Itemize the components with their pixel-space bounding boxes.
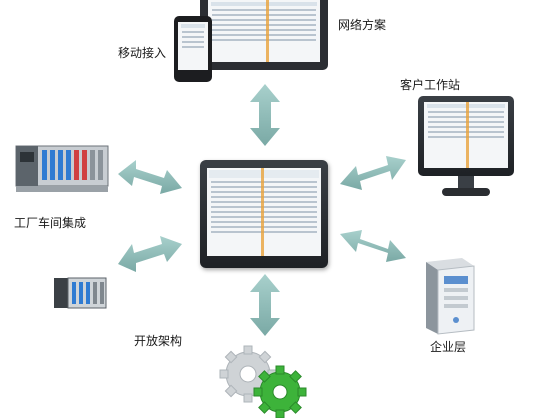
client-screen bbox=[424, 102, 508, 168]
label-open: 开放架构 bbox=[134, 334, 183, 348]
factory-io-rack-icon bbox=[15, 145, 109, 192]
label-client: 客户工作站 bbox=[400, 78, 461, 92]
label-network: 网络方案 bbox=[338, 18, 387, 32]
client-workstation bbox=[418, 96, 514, 204]
monitor-base bbox=[442, 188, 490, 196]
monitor-neck bbox=[458, 176, 474, 190]
arrow-center-plc bbox=[118, 236, 182, 272]
arrow-center-enterprise bbox=[340, 230, 406, 262]
arrow-center-factory bbox=[118, 160, 182, 194]
gears-icon bbox=[219, 345, 307, 418]
label-enterprise: 企业层 bbox=[430, 340, 467, 354]
label-mobile: 移动接入 bbox=[118, 46, 167, 60]
network-device bbox=[200, 0, 328, 70]
mobile-phone bbox=[174, 16, 212, 82]
arrow-center-network bbox=[250, 84, 280, 146]
central-monitor bbox=[200, 160, 328, 268]
central-screen bbox=[207, 168, 321, 256]
plc-module-icon bbox=[54, 277, 107, 309]
enterprise-server-icon bbox=[426, 258, 475, 335]
arrow-center-client bbox=[340, 156, 406, 190]
label-factory: 工厂车间集成 bbox=[14, 216, 87, 230]
phone-screen bbox=[178, 22, 208, 70]
arrow-center-open bbox=[250, 274, 280, 336]
network-screen bbox=[208, 0, 320, 62]
